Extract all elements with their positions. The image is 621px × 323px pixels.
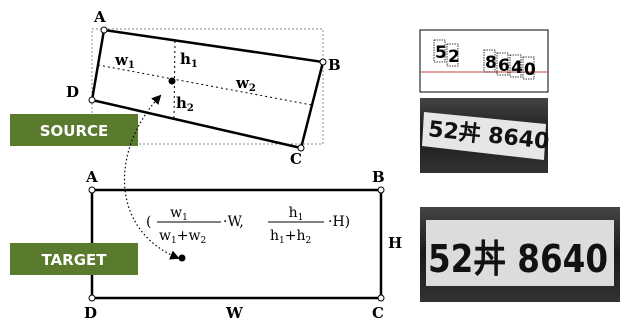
rectified-plate-photo: 52丼 8640 <box>420 207 620 302</box>
source-corner-b-dot <box>319 58 327 66</box>
source-corner-a-dot <box>100 26 108 34</box>
source-corner-a-label: A <box>93 8 106 26</box>
target-height-label: H <box>388 234 402 252</box>
frac1-numerator: w1 <box>170 205 188 223</box>
svg-text:·H): ·H) <box>328 214 350 230</box>
source-corner-b-label: B <box>328 56 341 74</box>
svg-text:8: 8 <box>485 53 497 73</box>
mapping-formula: ( w1 w1+w2 ·W, h1 h1+h2 ·H) <box>146 205 350 246</box>
target-point <box>178 254 186 262</box>
source-corner-d-label: D <box>66 83 79 101</box>
source-corner-c-dot <box>297 144 305 152</box>
source-corner-c-label: C <box>290 150 302 168</box>
target-corner-d-label: D <box>84 304 97 322</box>
source-plate-photo: 52丼 8640 <box>420 98 550 173</box>
target-tag: TARGET <box>10 243 138 275</box>
svg-text:TARGET: TARGET <box>41 251 107 269</box>
svg-text:2: 2 <box>448 47 460 67</box>
frac1-denominator: w1+w2 <box>159 228 206 246</box>
svg-text:52丼 8640: 52丼 8640 <box>428 237 608 281</box>
source-tag: SOURCE <box>10 114 138 146</box>
detected-characters-panel: 5 2 8 6 4 0 <box>419 29 549 93</box>
target-corner-c-label: C <box>372 304 384 322</box>
source-horizontal-midline <box>97 64 313 106</box>
svg-text:SOURCE: SOURCE <box>40 122 109 140</box>
svg-text:4: 4 <box>511 58 523 78</box>
target-corner-b-dot <box>377 186 385 194</box>
target-corner-a-label: A <box>85 168 98 186</box>
svg-text:0: 0 <box>524 60 536 80</box>
target-width-label: W <box>225 304 244 322</box>
source-h1-label: h1 <box>180 50 198 70</box>
frac2-numerator: h1 <box>289 205 304 223</box>
target-corner-b-label: B <box>372 168 385 186</box>
source-corner-d-dot <box>88 96 96 104</box>
source-point <box>168 77 176 85</box>
svg-text:6: 6 <box>498 56 510 76</box>
source-w2-label: w2 <box>235 74 256 94</box>
target-corner-d-dot <box>88 294 96 302</box>
source-w1-label: w1 <box>114 51 135 71</box>
target-corner-c-dot <box>377 294 385 302</box>
source-h2-label: h2 <box>176 94 194 114</box>
target-corner-a-dot <box>88 186 96 194</box>
source-bounding-box <box>91 28 324 145</box>
svg-text:(: ( <box>146 214 151 230</box>
svg-text:·W,: ·W, <box>223 214 244 230</box>
mapping-arrow <box>123 94 180 260</box>
frac2-denominator: h1+h2 <box>270 228 311 246</box>
svg-text:5: 5 <box>435 43 447 63</box>
